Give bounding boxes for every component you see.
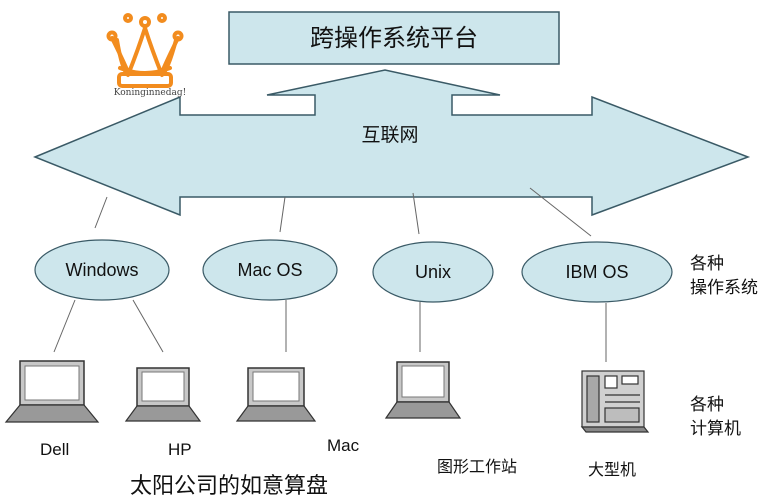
os-node-windows — [34, 239, 170, 301]
connector-lines — [53, 187, 607, 362]
internet-arrow — [33, 69, 751, 217]
laptop-icon — [384, 361, 462, 419]
os-label-ibmos: IBM OS — [565, 262, 629, 282]
laptop-icon — [4, 360, 100, 423]
diagram-title: 跨操作系统平台 — [310, 24, 478, 52]
computer-label-dell: Dell — [40, 440, 70, 459]
title-box — [228, 11, 560, 65]
laptop-icon — [235, 367, 317, 422]
logo-text: Koninginnedag! — [113, 88, 187, 98]
network-label: 互联网 — [361, 124, 419, 146]
laptop-icon — [124, 367, 202, 422]
crown-logo — [106, 13, 184, 88]
footer-caption: 太阳公司的如意算盘 — [130, 474, 329, 499]
os-node-ibmos — [521, 241, 673, 303]
computer-label-mac: Mac — [327, 436, 360, 455]
os-label-macos: Mac OS — [237, 260, 303, 280]
mainframe-icon — [580, 370, 650, 433]
os-node-unix — [372, 241, 494, 303]
computer-label-mainframe: 大型机 — [588, 460, 637, 479]
os-node-macos — [202, 239, 338, 301]
os-label-unix: Unix — [414, 262, 451, 282]
computer-label-hp: HP — [168, 440, 192, 459]
computer-caption: 各种 计算机 — [690, 395, 741, 439]
computer-label-workstation: 图形工作站 — [437, 457, 518, 476]
os-label-windows: Windows — [65, 260, 139, 280]
os-caption: 各种 操作系统 — [690, 254, 758, 298]
